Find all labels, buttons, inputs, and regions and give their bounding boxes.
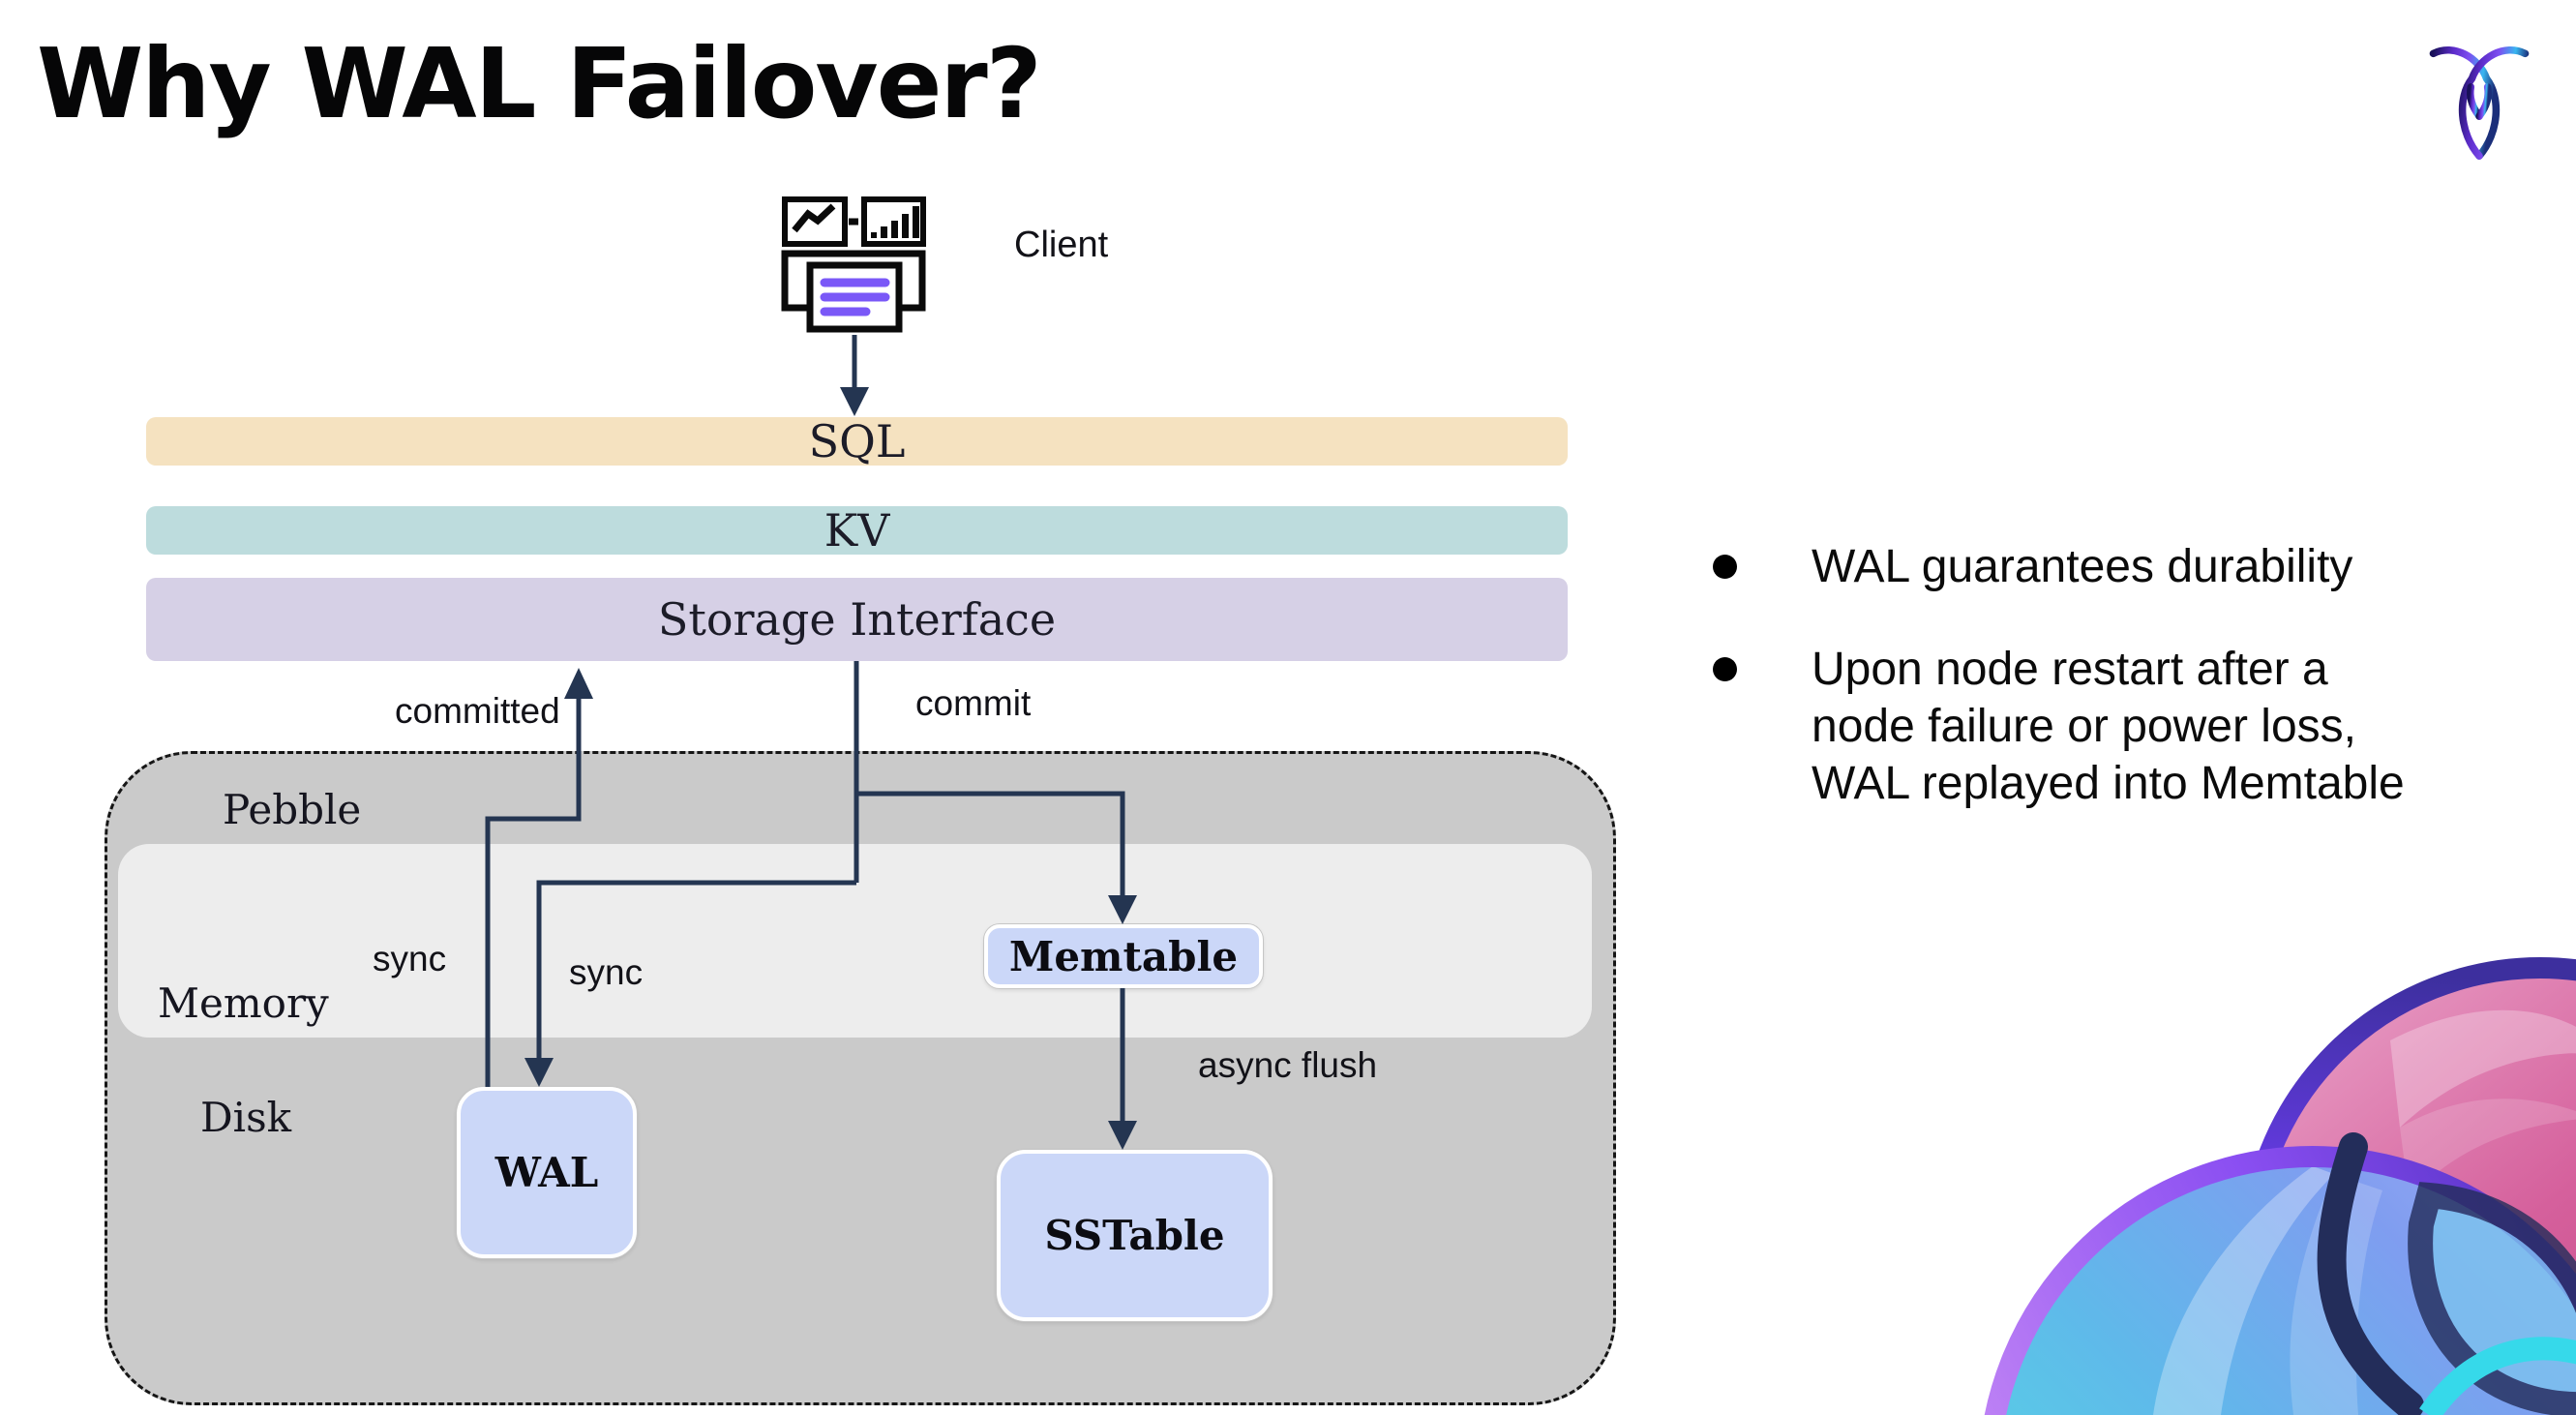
node-memtable-label: Memtable bbox=[1008, 932, 1239, 980]
edge-label-committed: committed bbox=[395, 691, 560, 731]
bullet-item: WAL guarantees durability bbox=[1713, 538, 2448, 595]
edge-label-sync-right: sync bbox=[569, 952, 644, 992]
memory-label: Memory bbox=[158, 979, 329, 1027]
layer-bar-kv: KV bbox=[146, 504, 1568, 557]
cockroachdb-logo bbox=[2429, 45, 2530, 160]
bullet-text: Upon node restart after a node failure o… bbox=[1812, 644, 2405, 809]
client-terminal-icon bbox=[781, 196, 926, 333]
arrowhead-client bbox=[840, 387, 869, 416]
edge-label-commit: commit bbox=[915, 683, 1032, 723]
disk-label: Disk bbox=[200, 1094, 292, 1141]
layer-bar-storage-label: Storage Interface bbox=[657, 593, 1057, 646]
pebble-label: Pebble bbox=[223, 786, 362, 833]
arrowhead-committed bbox=[564, 668, 593, 699]
layer-bar-sql: SQL bbox=[146, 415, 1568, 467]
bullet-text: WAL guarantees durability bbox=[1812, 541, 2353, 592]
brand-graphic bbox=[1984, 957, 2576, 1415]
edge-label-async-flush: async flush bbox=[1198, 1045, 1378, 1085]
layer-bar-sql-label: SQL bbox=[808, 415, 906, 467]
node-wal: WAL bbox=[457, 1087, 637, 1258]
edge-label-sync-left: sync bbox=[373, 939, 447, 978]
node-sstable-label: SSTable bbox=[1044, 1212, 1225, 1259]
page-title: Why WAL Failover? bbox=[37, 27, 1042, 140]
bullet-dot bbox=[1713, 555, 1737, 579]
memory-region bbox=[118, 844, 1592, 1038]
client-label: Client bbox=[1014, 225, 1109, 265]
node-sstable: SSTable bbox=[997, 1150, 1273, 1321]
bullet-item: Upon node restart after a node failure o… bbox=[1713, 641, 2448, 812]
node-wal-label: WAL bbox=[494, 1149, 599, 1196]
node-memtable: Memtable bbox=[984, 924, 1263, 988]
bullet-dot bbox=[1713, 657, 1737, 681]
layer-bar-kv-label: KV bbox=[824, 504, 890, 557]
layer-bar-storage-interface: Storage Interface bbox=[146, 578, 1568, 661]
